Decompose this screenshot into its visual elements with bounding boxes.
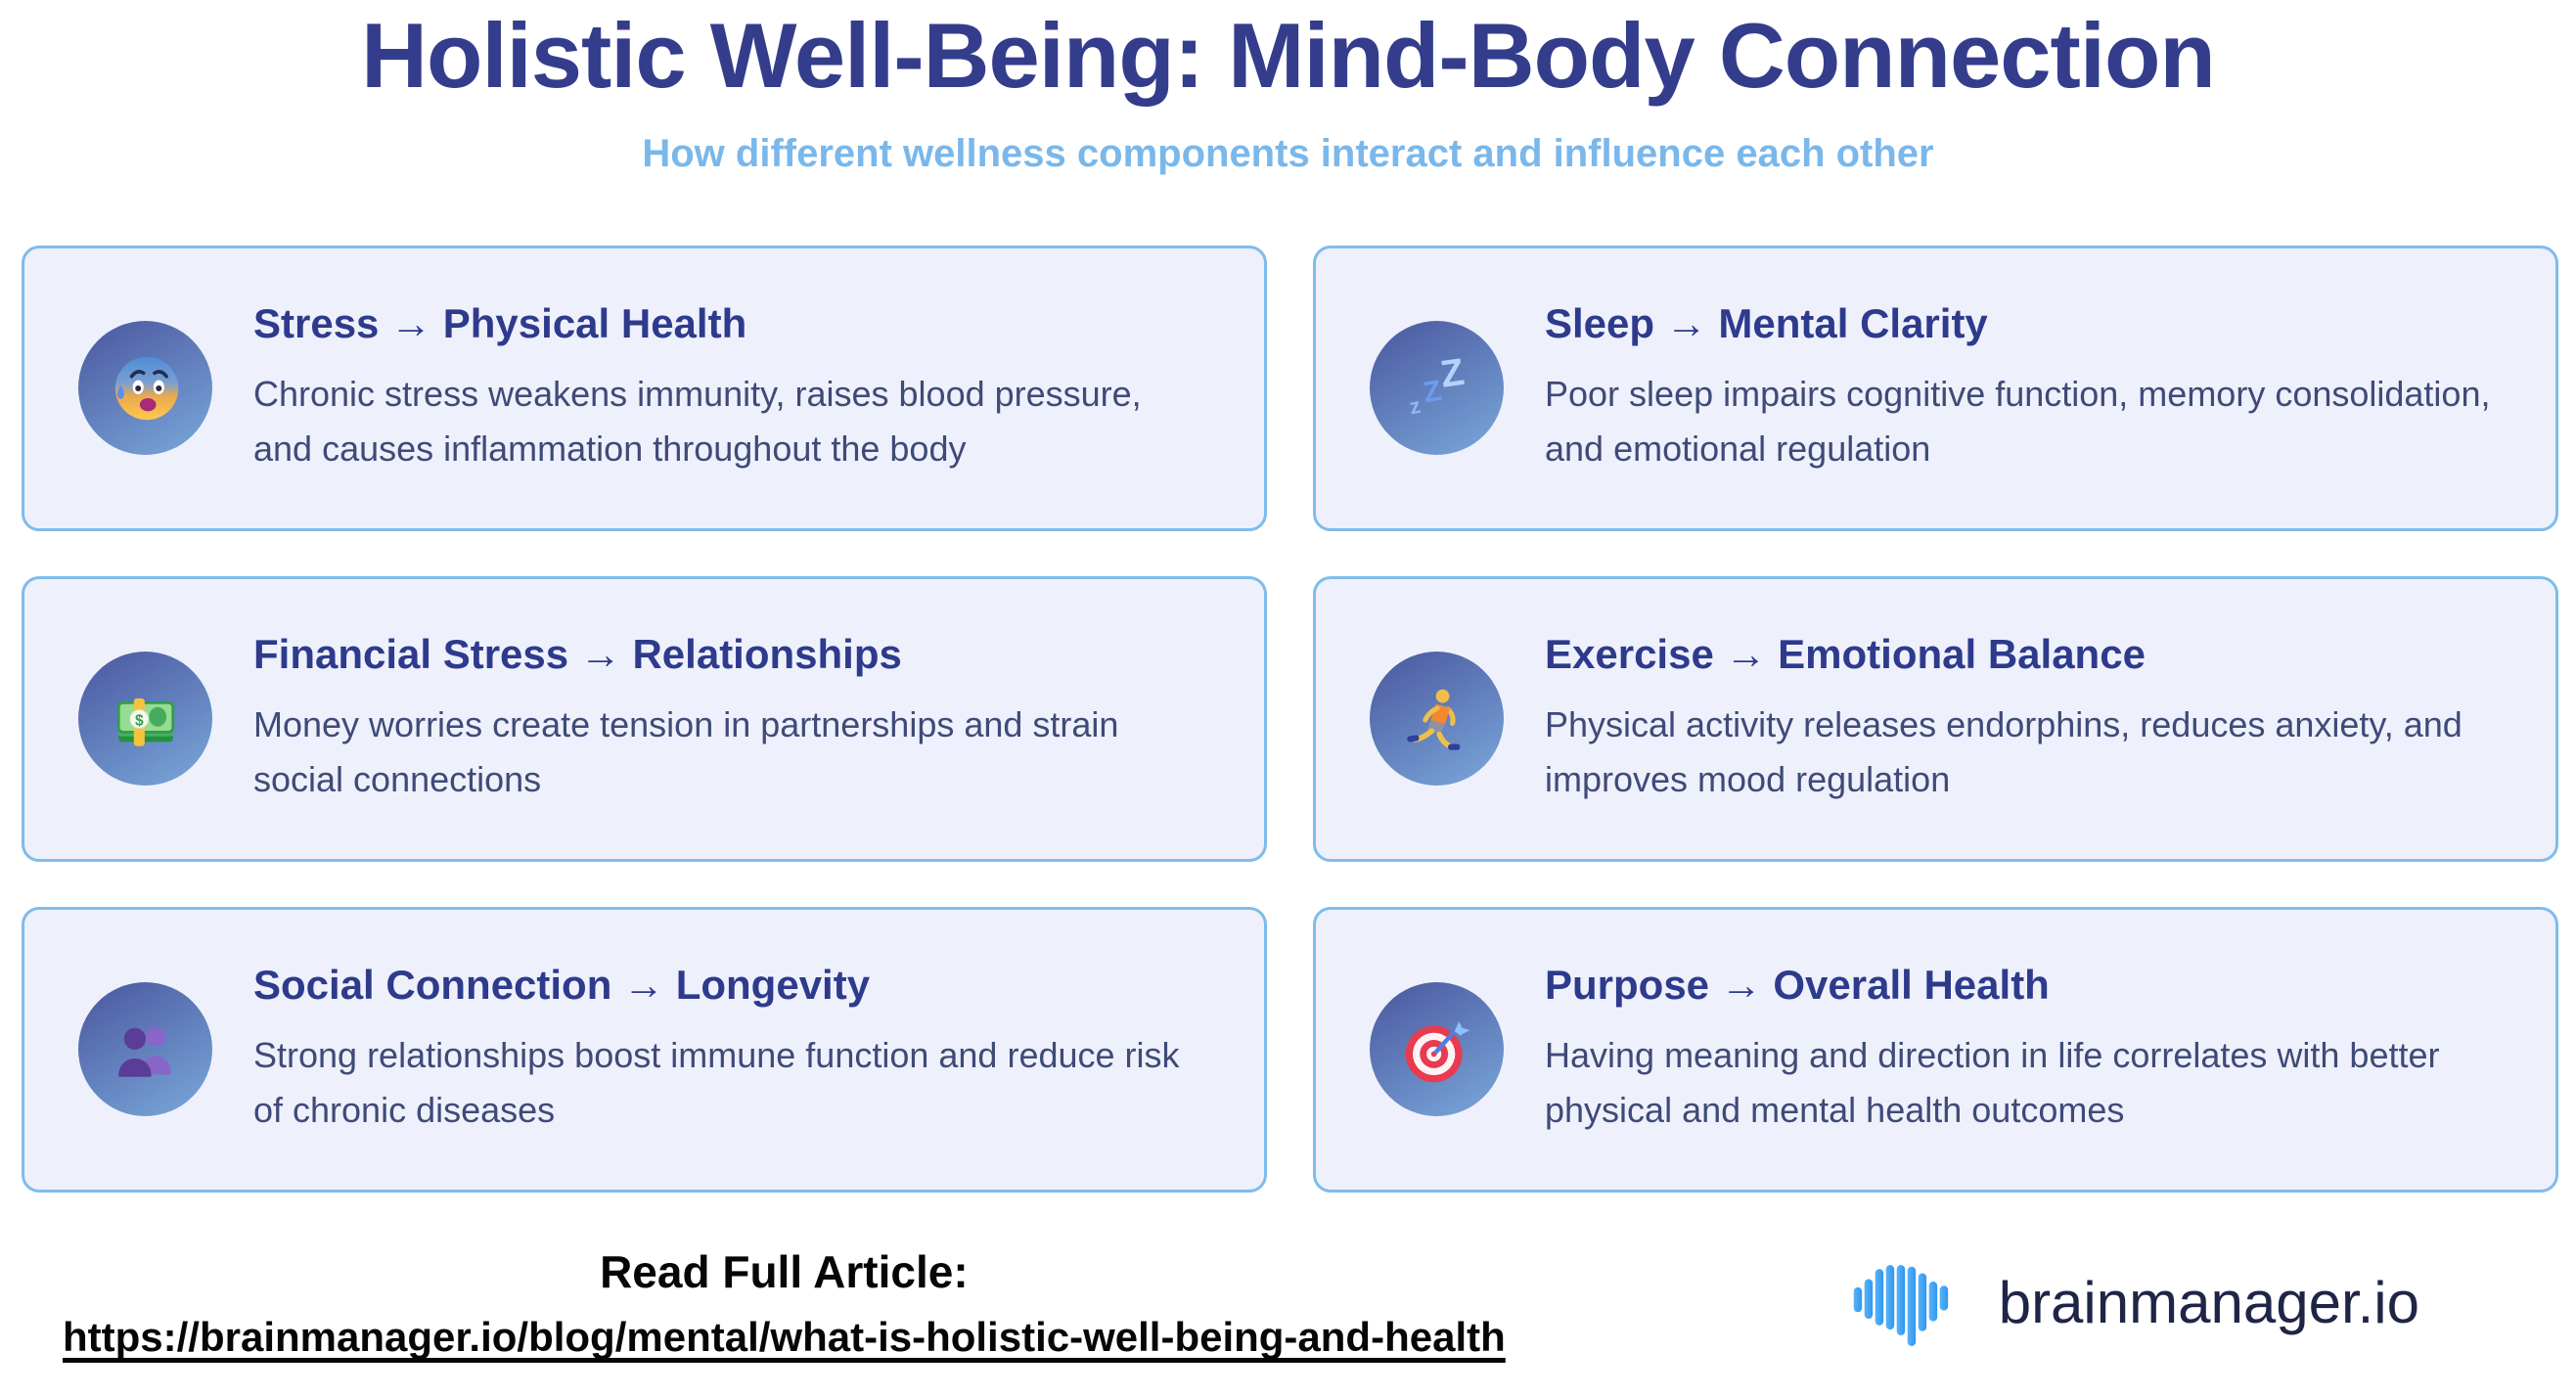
header: Holistic Well-Being: Mind-Body Connectio… bbox=[0, 0, 2576, 176]
read-article-block: Read Full Article: https://brainmanager.… bbox=[63, 1245, 1506, 1361]
card-text-block: Financial Stress → Relationships Money w… bbox=[253, 631, 1205, 807]
svg-text:Z: Z bbox=[1421, 374, 1444, 409]
svg-text:$: $ bbox=[135, 712, 144, 729]
card-exercise-emotional-balance: Exercise → Emotional Balance Physical ac… bbox=[1313, 575, 2558, 862]
card-stress-physical-health: Stress → Physical Health Chronic stress … bbox=[22, 245, 1267, 531]
sleeping-zzz-icon: z Z Z bbox=[1407, 351, 1467, 420]
card-title: Sleep → Mental Clarity bbox=[1545, 299, 1988, 346]
brand-name: brainmanager.io bbox=[1998, 1270, 2419, 1336]
card-sleep-mental-clarity: z Z Z Sleep → Mental Clarity Poor sleep … bbox=[1313, 245, 2558, 531]
svg-text:Z: Z bbox=[1437, 351, 1467, 396]
page-subtitle: How different wellness components intera… bbox=[642, 131, 1934, 175]
card-title: Exercise → Emotional Balance bbox=[1545, 630, 2146, 677]
page-title: Holistic Well-Being: Mind-Body Connectio… bbox=[361, 4, 2216, 107]
card-title: Social Connection → Longevity bbox=[253, 961, 871, 1008]
card-text-block: Purpose → Overall Health Having meaning … bbox=[1545, 962, 2497, 1138]
read-full-article-label: Read Full Article: bbox=[600, 1245, 969, 1297]
card-title: Purpose → Overall Health bbox=[1545, 961, 2050, 1008]
card-title: Stress → Physical Health bbox=[253, 299, 747, 346]
busts-in-silhouette-icon bbox=[117, 1026, 171, 1077]
card-description: Strong relationships boost immune functi… bbox=[253, 1034, 1180, 1130]
footer: Read Full Article: https://brainmanager.… bbox=[0, 1243, 2576, 1363]
card-icon-circle: z Z Z bbox=[1370, 321, 1504, 456]
brain-waveform-icon bbox=[1853, 1264, 1948, 1346]
card-social-connection-longevity: Social Connection → Longevity Strong rel… bbox=[22, 906, 1267, 1193]
card-description: Poor sleep impairs cognitive function, m… bbox=[1545, 373, 2491, 469]
card-title: Financial Stress → Relationships bbox=[253, 630, 902, 677]
card-text-block: Social Connection → Longevity Strong rel… bbox=[253, 962, 1205, 1138]
card-description: Money worries create tension in partners… bbox=[253, 703, 1119, 799]
svg-text:z: z bbox=[1407, 392, 1423, 419]
card-icon-circle bbox=[1370, 982, 1504, 1117]
anxious-face-with-sweat-icon bbox=[114, 356, 178, 420]
target-with-dart-icon bbox=[1405, 1020, 1469, 1083]
card-text-block: Sleep → Mental Clarity Poor sleep impair… bbox=[1545, 300, 2497, 476]
card-description: Physical activity releases endorphins, r… bbox=[1545, 703, 2463, 799]
article-url-link[interactable]: https://brainmanager.io/blog/mental/what… bbox=[63, 1313, 1506, 1360]
card-text-block: Exercise → Emotional Balance Physical ac… bbox=[1545, 631, 2497, 807]
card-financial-stress-relationships: $ Financial Stress → Relationships Money… bbox=[22, 575, 1267, 862]
card-icon-circle: $ bbox=[78, 652, 212, 787]
brand-logo: brainmanager.io bbox=[1852, 1243, 2419, 1363]
card-text-block: Stress → Physical Health Chronic stress … bbox=[253, 300, 1205, 476]
cards-grid: Stress → Physical Health Chronic stress … bbox=[22, 245, 2558, 1193]
card-icon-circle bbox=[1370, 652, 1504, 787]
card-purpose-overall-health: Purpose → Overall Health Having meaning … bbox=[1313, 906, 2558, 1193]
dollar-banknote-icon: $ bbox=[116, 698, 174, 746]
card-icon-circle bbox=[78, 321, 212, 456]
card-icon-circle bbox=[78, 982, 212, 1117]
card-description: Having meaning and direction in life cor… bbox=[1545, 1034, 2440, 1130]
person-running-icon bbox=[1406, 689, 1460, 750]
card-description: Chronic stress weakens immunity, raises … bbox=[253, 373, 1142, 469]
